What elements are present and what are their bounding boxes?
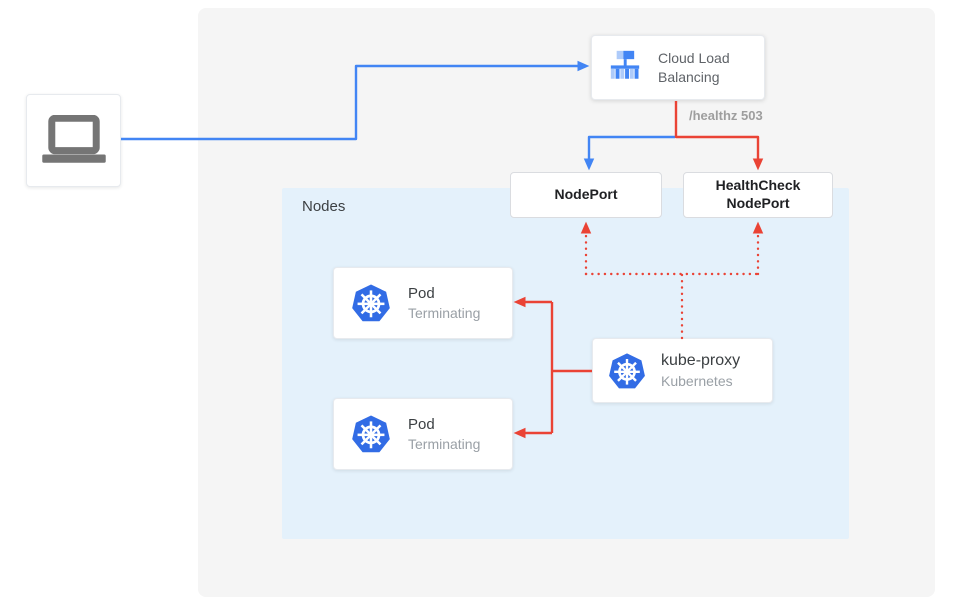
pod-1-title: Pod	[408, 285, 435, 303]
kube-proxy-card: kube-proxy Kubernetes	[592, 338, 773, 403]
pod-1-status: Terminating	[408, 304, 481, 321]
laptop-icon	[41, 115, 106, 163]
kube-proxy-title: kube-proxy	[661, 352, 741, 369]
nodes-panel-label: Nodes	[302, 198, 346, 215]
cloud-load-balancing-icon	[610, 50, 640, 79]
pod-card-1: Pod Terminating	[333, 267, 513, 339]
kube-proxy-text: kube-proxy Kubernetes	[661, 351, 740, 390]
nodeport-label: NodePort	[554, 186, 618, 203]
healthcheck-nodeport-line2: NodePort	[726, 195, 790, 211]
cloud-load-balancing-label: Cloud Load Balancing	[658, 49, 730, 85]
nodeport-card: NodePort	[510, 172, 662, 218]
healthcheck-nodeport-card: HealthCheck NodePort	[683, 172, 833, 218]
pod-2-status: Terminating	[408, 435, 481, 452]
pod-card-2: Pod Terminating	[333, 398, 513, 470]
pod-2-title: Pod	[408, 416, 435, 434]
kube-proxy-subtitle: Kubernetes	[661, 372, 733, 389]
client-card	[26, 94, 121, 187]
pod-2-text: Pod Terminating	[408, 415, 480, 453]
kubernetes-wheel-icon	[609, 352, 645, 388]
healthcheck-nodeport-label: HealthCheck NodePort	[716, 177, 801, 213]
healthcheck-nodeport-line1: HealthCheck	[715, 177, 801, 194]
healthz-503-label: /healthz 503	[689, 108, 763, 123]
kubernetes-wheel-icon	[352, 284, 390, 322]
kubernetes-wheel-icon	[352, 415, 390, 453]
pod-1-text: Pod Terminating	[408, 284, 480, 322]
cloud-load-balancing-card: Cloud Load Balancing	[591, 35, 765, 100]
